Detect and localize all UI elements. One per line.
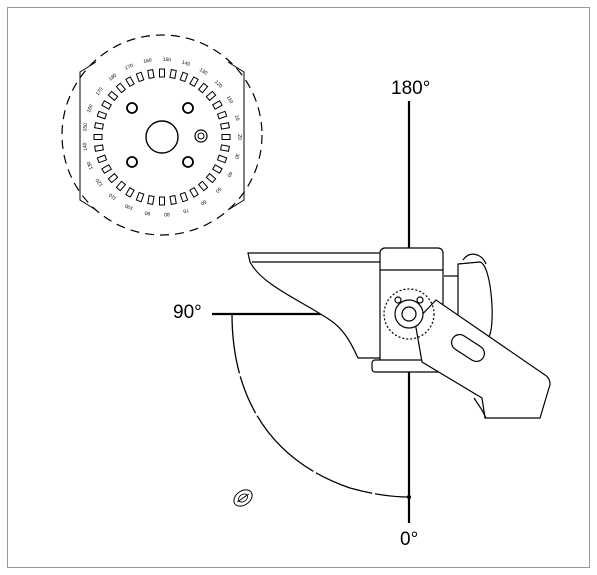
detail-dashed-circle [61,34,263,236]
dial-scale-number: 120 [95,177,105,187]
dial-scale-number: 140 [181,60,191,68]
dial-tick [159,68,165,78]
dial-scale-number: 100 [124,202,134,211]
figure-border [7,7,590,568]
angle-label-180: 180° [391,78,430,99]
dial-tick [205,90,217,102]
detail-bracket-right-edge [227,61,245,211]
dial-tick [189,76,199,87]
dial-tick [216,154,228,164]
dial-tick [221,134,231,140]
bracket-slot [451,333,485,363]
dial-scale-number: 180 [108,73,118,83]
dial-scale-number: 40 [225,170,233,178]
dial-scale-number: 110 [108,191,118,201]
dial-scale-number: 120 [213,79,223,89]
dial-scale-number: 50 [214,186,222,194]
grounding-ring-icon [233,489,253,507]
detail-bracket-left-edge [79,61,97,211]
dial-tick [115,180,127,192]
dial-scale-number: 110 [225,95,234,105]
dial-scale-number: 150 [82,123,89,132]
dial-scale-number: 90 [144,209,151,216]
dial-tick [216,110,228,120]
dial-tick [101,164,112,174]
adjust-screw [194,129,208,143]
dial-tick [220,144,230,152]
dial-scale-number: 30 [233,153,240,160]
dial-tick [212,100,223,110]
dial-tick [115,82,127,94]
arc-end-dot [407,495,411,499]
dial-scale-number: 70 [182,207,189,214]
floodlight-fixture [247,247,551,419]
dial-tick [147,195,155,205]
dial-tick [107,172,119,184]
dial-tick [169,195,177,205]
dial-tick [94,144,104,152]
dial-scale-number: 130 [198,67,208,77]
dial-tick [169,69,177,79]
dial-tick [96,110,108,120]
dial-tick [179,71,189,83]
dial-tick [135,191,145,203]
dial-tick [212,164,223,174]
mount-hole [126,102,138,114]
cable-gland [462,253,487,265]
dial-tick [93,134,103,140]
dial-scale-number: 10 [233,114,240,121]
rotation-sweep-arc [231,313,410,498]
dial-tick [147,69,155,79]
dial-tick [135,71,145,83]
dial-scale-number: 160 [86,103,95,113]
mount-hole [182,102,194,114]
dial-tick [197,82,209,94]
dial-tick [94,122,104,130]
dial-scale-number: 20 [236,134,242,140]
mount-hole [182,156,194,168]
bracket-lip [473,397,487,419]
dial-tick [189,187,199,198]
dial-tick [101,100,112,110]
mount-hole [126,156,138,168]
dial-tick [125,76,135,87]
dial-scale-number: 160 [143,58,153,65]
dial-tick [205,172,217,184]
pivot-bolt [401,306,417,322]
pivot-screw [394,296,402,304]
center-hole [145,120,179,154]
pivot-screw [416,296,424,304]
angle-label-90: 90° [173,302,202,323]
dial-scale-number: 140 [82,142,89,151]
dial-scale-number: 150 [163,57,172,64]
dial-scale-number: 170 [124,63,134,72]
dial-tick [159,196,165,206]
dial-scale-number: 130 [86,160,95,170]
angle-label-0: 0° [400,529,418,550]
dial-tick [197,180,209,192]
dial-tick [179,191,189,203]
dial-tick-marks [93,68,231,206]
dial-scale-number: 60 [199,198,207,206]
reflector-hood [247,252,383,359]
adjust-screw-inner [197,132,205,140]
dial-tick [96,154,108,164]
dial-tick [125,187,135,198]
dial-tick [107,90,119,102]
dial-scale-number: 170 [95,86,105,96]
dial-tick [220,122,230,130]
dial-scale-number: 80 [164,211,170,217]
pivot-scale-ring [383,288,435,340]
